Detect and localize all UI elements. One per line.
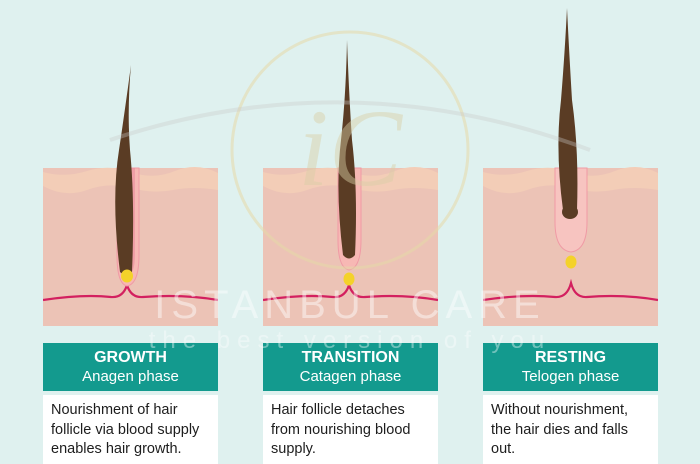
transition-phase-illustration (263, 40, 438, 326)
phase-subtitle: Telogen phase (521, 368, 620, 385)
phase-label-transition: TRANSITION Catagen phase (263, 343, 438, 391)
hair-shaft (115, 65, 134, 275)
resting-phase-illustration (483, 8, 658, 326)
phase-label-growth: GROWTH Anagen phase (43, 343, 218, 391)
phase-description-transition: Hair follicle detaches from nourishing b… (263, 395, 438, 464)
blood-vessel (483, 278, 658, 302)
hair-bulb (562, 205, 578, 219)
phase-description-resting: Without nourishment, the hair dies and f… (483, 395, 658, 464)
dermal-papilla (565, 255, 577, 269)
dermal-papilla (121, 269, 133, 283)
phase-title: TRANSITION (301, 349, 400, 366)
hair-shaft (338, 40, 356, 259)
phase-subtitle: Catagen phase (299, 368, 402, 385)
phase-subtitle: Anagen phase (82, 368, 179, 385)
phase-description-growth: Nourishment of hair follicle via blood s… (43, 395, 218, 464)
dermal-papilla (343, 272, 355, 286)
growth-phase-illustration (43, 65, 218, 326)
phase-label-resting: RESTING Telogen phase (483, 343, 658, 391)
phase-title: RESTING (534, 349, 607, 366)
phase-title: GROWTH (94, 349, 167, 366)
hair-shaft (558, 8, 578, 216)
